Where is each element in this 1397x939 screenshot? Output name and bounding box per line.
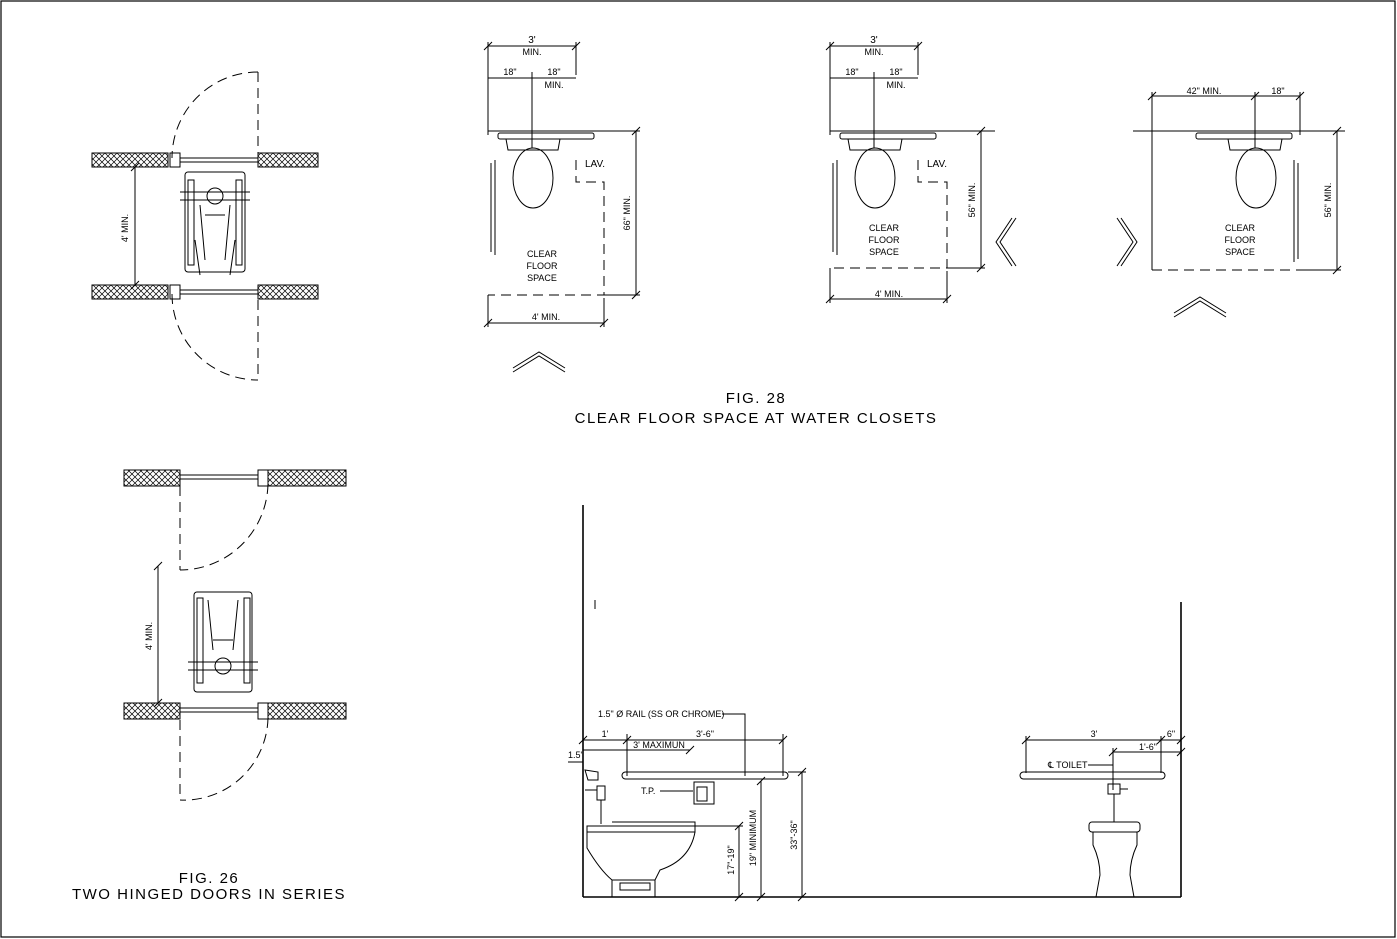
clear-floor-space-label: FLOOR (526, 261, 558, 271)
fig26-caption: TWO HINGED DOORS IN SERIES (72, 886, 346, 903)
dimension-label: 17"-19" (726, 845, 736, 874)
dimension-label: 3' (528, 35, 536, 46)
approach-chevron-icon (512, 351, 566, 373)
fig28-caption: CLEAR FLOOR SPACE AT WATER CLOSETS (575, 410, 938, 427)
wall-segment (91, 152, 169, 168)
dimension-label: 3' (1091, 729, 1098, 739)
dimension-label: 18" (845, 67, 858, 77)
rail-note: 1.5" Ø RAIL (SS OR CHROME) (598, 709, 724, 719)
water-closet-plan-c: 42" MIN. 18" CLEAR FLOOR SPACE 56" MIN. (1116, 86, 1345, 318)
dimension-label: 33"-36" (789, 820, 799, 849)
dimension-label: 4' MIN. (144, 622, 154, 650)
toilet-bowl (1235, 147, 1277, 209)
wall-segment (267, 702, 347, 720)
wall-segment (257, 152, 319, 168)
clear-floor-space-label: SPACE (527, 273, 557, 283)
toilet-front-view (1088, 783, 1141, 898)
dimension-label: 18" (547, 67, 560, 77)
grab-rail (621, 771, 789, 780)
door-plan-upper: 4' MIN. (91, 71, 319, 381)
toilet-paper-holder (693, 781, 715, 805)
fig28-number: FIG. 28 (726, 390, 787, 407)
dimension-label: MIN. (523, 47, 542, 57)
wheelchair-user-figure (188, 591, 258, 693)
dimension-label: MIN. (545, 80, 564, 90)
door-plan-lower: 4' MIN. (123, 469, 347, 801)
dimension-label: 4' MIN. (120, 214, 130, 242)
grab-rail (1019, 771, 1166, 780)
clear-floor-space-label: FLOOR (868, 235, 900, 245)
fig26-number: FIG. 26 (179, 870, 240, 887)
dimension-label: 3'-6" (696, 729, 714, 739)
clear-floor-space-label: FLOOR (1224, 235, 1256, 245)
wall-segment (257, 284, 319, 300)
wall-segment (123, 702, 181, 720)
dimension-label: MIN. (887, 80, 906, 90)
toilet-bowl (512, 147, 554, 209)
dimension-label: MIN. (865, 47, 884, 57)
wall-segment (91, 284, 169, 300)
dimension-label: 4' MIN. (532, 312, 560, 322)
dimension-label: 6" (1167, 729, 1175, 739)
clear-floor-space-label: CLEAR (869, 223, 900, 233)
clear-floor-space-label: SPACE (1225, 247, 1255, 257)
water-closet-plan-b: 3' MIN. 18" 18" MIN. LAV. CLEAR FLOOR SP… (825, 35, 1017, 304)
dimension-label: 3' (870, 35, 878, 46)
toilet-elevation: 1.5" Ø RAIL (SS OR CHROME) 1' 3'-6" 3' M… (568, 505, 1186, 902)
clear-floor-space-label: CLEAR (527, 249, 558, 259)
toilet-bowl (854, 147, 896, 209)
lav-label: LAV. (927, 159, 947, 170)
toilet-side-view (586, 821, 696, 897)
dimension-label: 56" MIN. (1323, 183, 1333, 218)
dimension-label: 56" MIN. (967, 183, 977, 218)
dimension-label: 3' MAXIMUN (633, 740, 685, 750)
approach-chevron-icon (1116, 217, 1138, 267)
dimension-label: 1.5" (568, 750, 584, 760)
dimension-label: 66" MIN. (622, 196, 632, 231)
wall-segment (123, 469, 181, 487)
clear-floor-space-label: CLEAR (1225, 223, 1256, 233)
water-closet-plan-a: 3' MIN. 18" 18" MIN. LAV. CLEAR FLOOR SP… (483, 35, 641, 373)
dimension-label: 42" MIN. (1187, 86, 1222, 96)
lav-label: LAV. (585, 159, 605, 170)
approach-chevron-icon (1173, 296, 1227, 318)
toilet-centerline-label: ℄ TOILET (1047, 760, 1088, 770)
dimension-label: 1' (602, 729, 609, 739)
dimension-label: 18" (889, 67, 902, 77)
approach-chevron-icon (995, 217, 1017, 267)
clear-floor-space-label: SPACE (869, 247, 899, 257)
dimension-label: 4' MIN. (875, 289, 903, 299)
dimension-label: 19" MINIMUM (748, 810, 758, 866)
dimension-label: 1'-6" (1139, 742, 1157, 752)
wall-segment (267, 469, 347, 487)
dimension-label: 18" (503, 67, 516, 77)
dimension-label: 18" (1271, 86, 1284, 96)
wheelchair-user-figure (180, 171, 250, 276)
tp-label: T.P. (641, 786, 655, 796)
